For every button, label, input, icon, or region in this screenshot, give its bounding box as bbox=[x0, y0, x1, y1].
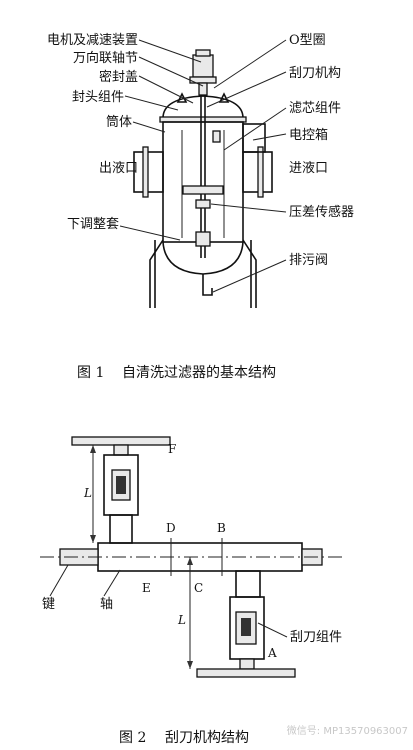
label-head-assembly: 封头组件 bbox=[72, 90, 124, 105]
fig1-caption-text: 自清洗过滤器的基本结构 bbox=[122, 364, 276, 381]
label-L-bottom: L bbox=[177, 613, 186, 627]
fig2-caption-num: 图 2 bbox=[119, 730, 146, 746]
fig1-leader-lines bbox=[119, 39, 287, 293]
label-o-ring: O型圈 bbox=[289, 33, 326, 48]
bottom-plate bbox=[196, 668, 296, 678]
label-control-box: 电控箱 bbox=[289, 127, 328, 143]
label-shaft: 轴 bbox=[100, 597, 113, 612]
label-inlet: 进液口 bbox=[289, 161, 328, 176]
label-F: F bbox=[168, 442, 176, 456]
label-lower-sleeve: 下调整套 bbox=[67, 216, 119, 232]
barrel-body bbox=[162, 121, 244, 243]
fig2-caption-text: 刮刀机构结构 bbox=[165, 730, 249, 746]
label-motor: 电机及减速装置 bbox=[47, 33, 138, 48]
main-shaft bbox=[97, 542, 303, 572]
label-B: B bbox=[217, 521, 226, 535]
label-drain-valve: 排污阀 bbox=[289, 253, 328, 268]
label-C: C bbox=[194, 581, 203, 595]
label-A: A bbox=[267, 646, 277, 660]
label-seal-cover: 密封盖 bbox=[99, 69, 138, 85]
label-filter: 滤芯组件 bbox=[289, 101, 341, 116]
watermark: 微信号: MP13570963007 bbox=[287, 724, 408, 737]
label-outlet: 出液口 bbox=[99, 161, 138, 176]
label-dp-sensor: 压差传感器 bbox=[289, 204, 354, 220]
label-barrel: 筒体 bbox=[106, 114, 132, 130]
scraper-drawing bbox=[40, 436, 345, 678]
label-L-top: L bbox=[83, 486, 92, 500]
fig2-leader-lines bbox=[49, 564, 288, 638]
label-D: D bbox=[166, 521, 176, 535]
fig1-caption-num: 图 1 bbox=[77, 365, 104, 381]
label-scraper-assembly: 刮刀组件 bbox=[290, 630, 342, 645]
label-key: 键 bbox=[42, 597, 55, 612]
top-plate bbox=[71, 436, 171, 446]
label-scraper: 刮刀机构 bbox=[289, 66, 341, 81]
filter-drawing bbox=[133, 49, 273, 308]
motor-body bbox=[192, 54, 214, 78]
label-E: E bbox=[142, 581, 151, 595]
label-coupling: 万向联轴节 bbox=[73, 50, 138, 66]
